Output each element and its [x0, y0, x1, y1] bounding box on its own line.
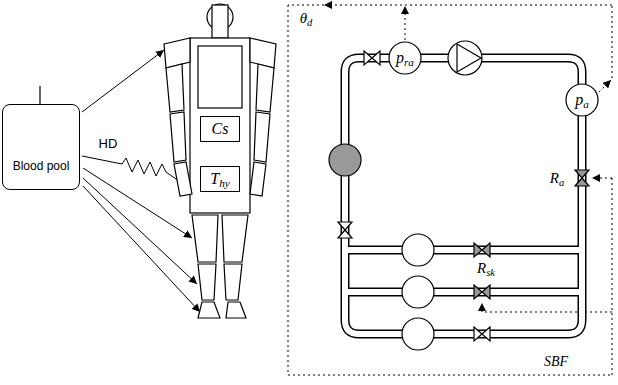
- symbol-main: θ: [300, 10, 307, 26]
- compliance-chamber: [329, 144, 361, 176]
- pressure-circle: pa: [565, 83, 599, 117]
- pipe-outline: [345, 58, 582, 334]
- shin: [224, 264, 242, 300]
- signal-label: SBF: [544, 354, 568, 370]
- resistor-label: Rsk: [477, 260, 495, 277]
- control-lines: [288, 5, 612, 375]
- control-line: [599, 80, 611, 92]
- circle-outline: [566, 84, 598, 116]
- symbol-main: p: [575, 91, 583, 108]
- thigh: [222, 215, 248, 262]
- shoulder: [250, 38, 276, 68]
- signal-label: θd: [300, 10, 313, 27]
- control-line: [288, 375, 612, 376]
- resistor-zigzag: [82, 156, 186, 186]
- torso: [190, 38, 250, 213]
- node-text: pra: [396, 49, 414, 67]
- foot: [226, 302, 246, 318]
- compartment-circle: [402, 318, 434, 350]
- blood-pool-box: Blood pool: [2, 104, 80, 190]
- thigh: [192, 215, 218, 262]
- control-line: [324, 5, 612, 6]
- neck: [212, 5, 228, 38]
- exchange-arrow: [82, 50, 164, 112]
- control-line: [592, 178, 612, 179]
- symbol-main: T: [210, 170, 219, 187]
- symbol-main: R: [477, 260, 486, 276]
- shoulder: [164, 38, 190, 68]
- symbol-subscript: ra: [404, 56, 414, 68]
- pipe-lumen: [345, 58, 582, 334]
- control-line: [405, 6, 406, 40]
- circulation-components: [329, 41, 589, 350]
- node-text: Thy: [210, 170, 229, 188]
- resistance-label: HD: [99, 136, 118, 151]
- pump-triangle: [457, 44, 481, 72]
- human-figure: [164, 4, 276, 318]
- symbol-main: R: [550, 170, 559, 186]
- hand: [250, 162, 266, 196]
- compartment-circle: [402, 234, 434, 266]
- symbol-subscript: a: [559, 177, 564, 188]
- shin: [198, 264, 216, 300]
- control-line: [288, 5, 289, 375]
- exchange-arrow: [83, 186, 200, 312]
- chest: [198, 46, 242, 108]
- symbol-subscript: sk: [486, 267, 495, 278]
- compartment-box: Thy: [200, 166, 240, 192]
- resistance-valve: [474, 285, 490, 299]
- circle-outline: [389, 42, 421, 74]
- resistance-valve: [474, 243, 490, 257]
- pressure-circle: pra: [388, 41, 422, 75]
- control-line: [612, 5, 613, 78]
- control-line: [288, 5, 324, 6]
- node-text: pa: [575, 91, 589, 109]
- upper-arm: [256, 64, 274, 112]
- resistor-label: Ra: [550, 170, 564, 187]
- compartment-box: Cs: [200, 116, 240, 142]
- valve-symbol: [364, 51, 380, 65]
- compartment-circle: [402, 276, 434, 308]
- symbol-subscript: a: [583, 98, 589, 110]
- circulation-pipes: [345, 58, 582, 334]
- symbol-subscript: d: [307, 17, 312, 28]
- foot: [198, 302, 220, 318]
- hand: [174, 162, 192, 196]
- resistance-valve: [575, 170, 589, 186]
- forearm: [254, 112, 270, 162]
- symbol-subscript: hy: [219, 177, 230, 189]
- exchange-arrows: [82, 50, 200, 312]
- upper-arm: [166, 64, 184, 112]
- valve-symbol: [474, 327, 490, 341]
- symbol-main: p: [396, 49, 404, 66]
- node-text: Cs: [212, 120, 229, 138]
- valve-symbol: [338, 222, 352, 238]
- pump-symbol: [448, 41, 482, 75]
- node-text: Blood pool: [13, 159, 70, 173]
- control-line: [612, 178, 613, 375]
- forearm: [170, 112, 186, 162]
- control-line: [482, 303, 612, 312]
